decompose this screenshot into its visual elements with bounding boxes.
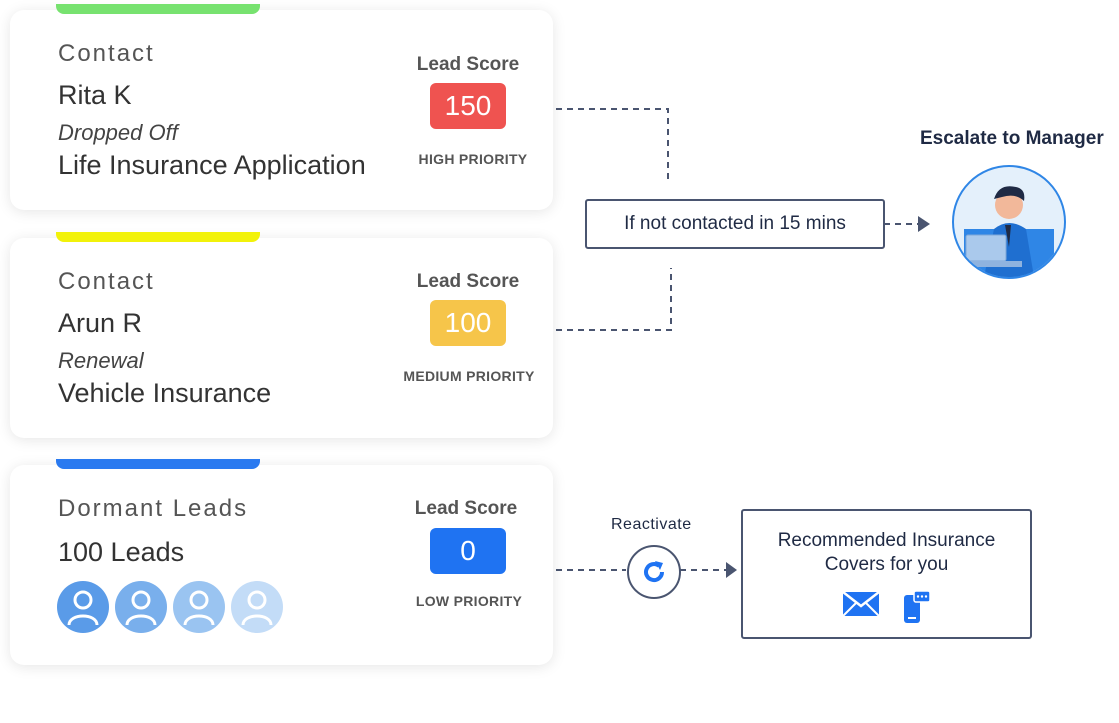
priority-label: LOW PRIORITY: [415, 593, 523, 609]
lead-avatars: [57, 581, 283, 633]
user-avatar-icon: [57, 581, 109, 633]
lead-card-arun[interactable]: Contact Arun R Renewal Vehicle Insurance…: [10, 232, 553, 438]
card-kind: Contact: [58, 268, 155, 295]
email-icon: [841, 591, 880, 617]
priority-label: MEDIUM PRIORITY: [403, 368, 535, 384]
user-avatar-icon: [115, 581, 167, 633]
card-accent-bar: [56, 459, 260, 469]
connector-from-card-2: [556, 268, 672, 331]
channel-icons: [743, 591, 1030, 625]
user-avatar-icon: [173, 581, 225, 633]
contact-status: Renewal: [58, 348, 144, 373]
lead-card-rita[interactable]: Contact Rita K Dropped Off Life Insuranc…: [10, 4, 553, 210]
contact-product: Vehicle Insurance: [58, 378, 272, 408]
lead-score-label: Lead Score: [414, 498, 518, 519]
recommendation-text: Recommended Insurance Covers for you: [777, 530, 996, 575]
lead-count: 100 Leads: [58, 537, 185, 567]
refresh-icon: [644, 561, 665, 582]
card-accent-bar: [56, 232, 260, 242]
mobile-message-icon: [903, 591, 931, 623]
recommendation-box: Recommended Insurance Covers for you: [741, 509, 1032, 639]
card-kind: Contact: [58, 40, 155, 67]
arrow-to-manager: [918, 216, 930, 232]
contact-status: Dropped Off: [58, 120, 178, 145]
escalate-label: Escalate to Manager: [920, 128, 1104, 149]
contact-name: Rita K: [58, 80, 132, 110]
connector-from-card-1: [556, 108, 669, 182]
condition-box: If not contacted in 15 mins: [585, 199, 885, 249]
contact-product: Life Insurance Application: [58, 150, 366, 180]
lead-score-value: 0: [430, 528, 506, 574]
card-kind: Dormant Leads: [58, 495, 249, 522]
dormant-leads-card[interactable]: Dormant Leads 100 Leads Lead Score 0 LOW…: [10, 459, 553, 665]
user-avatar-icon: [231, 581, 283, 633]
lead-score-label: Lead Score: [416, 271, 520, 292]
arrow-to-recommend: [726, 562, 737, 578]
contact-name: Arun R: [58, 308, 143, 338]
lead-score-value: 150: [430, 83, 506, 129]
reactivate-button[interactable]: [627, 545, 681, 599]
manager-avatar-icon: [952, 165, 1066, 279]
priority-label: HIGH PRIORITY: [418, 151, 528, 167]
lead-score-value: 100: [430, 300, 506, 346]
reactivate-label: Reactivate: [611, 516, 692, 533]
card-accent-bar: [56, 4, 260, 14]
lead-score-label: Lead Score: [416, 54, 520, 75]
